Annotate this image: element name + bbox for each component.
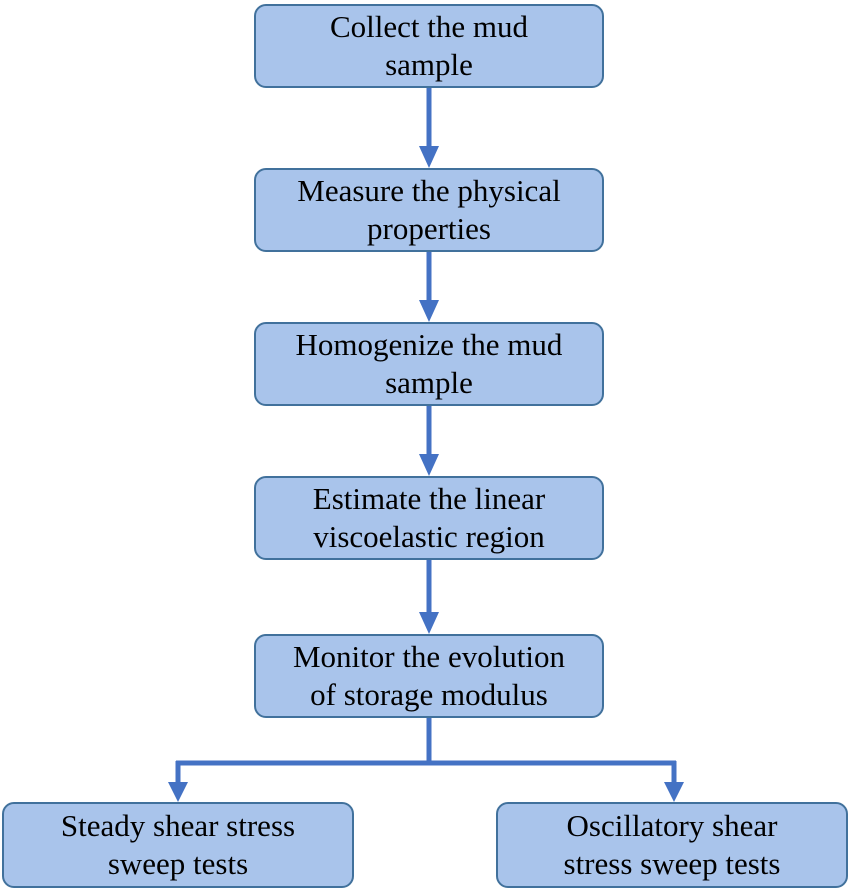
branch-steady-shear: Steady shear stress sweep tests [2, 802, 354, 888]
step-label: Collect the mud sample [329, 9, 529, 82]
branch-label: Oscillatory shear stress sweep tests [563, 808, 781, 881]
step-label: Homogenize the mud sample [295, 327, 563, 400]
step-monitor-modulus: Monitor the evolution of storage modulus [254, 634, 604, 718]
arrow-step3-to-step4 [419, 405, 439, 476]
branch-connector [168, 718, 684, 802]
step-label: Estimate the linear viscoelastic region [312, 481, 546, 554]
step-collect-sample: Collect the mud sample [254, 4, 604, 88]
arrow-step1-to-step2 [419, 87, 439, 168]
arrow-step4-to-step5 [419, 560, 439, 634]
step-homogenize-sample: Homogenize the mud sample [254, 322, 604, 406]
step-label: Measure the physical properties [297, 173, 561, 246]
branch-label: Steady shear stress sweep tests [60, 808, 296, 881]
arrow-step2-to-step3 [419, 250, 439, 322]
step-estimate-region: Estimate the linear viscoelastic region [254, 476, 604, 560]
branch-oscillatory-shear: Oscillatory shear stress sweep tests [496, 802, 848, 888]
step-measure-properties: Measure the physical properties [254, 168, 604, 252]
step-label: Monitor the evolution of storage modulus [292, 639, 566, 712]
